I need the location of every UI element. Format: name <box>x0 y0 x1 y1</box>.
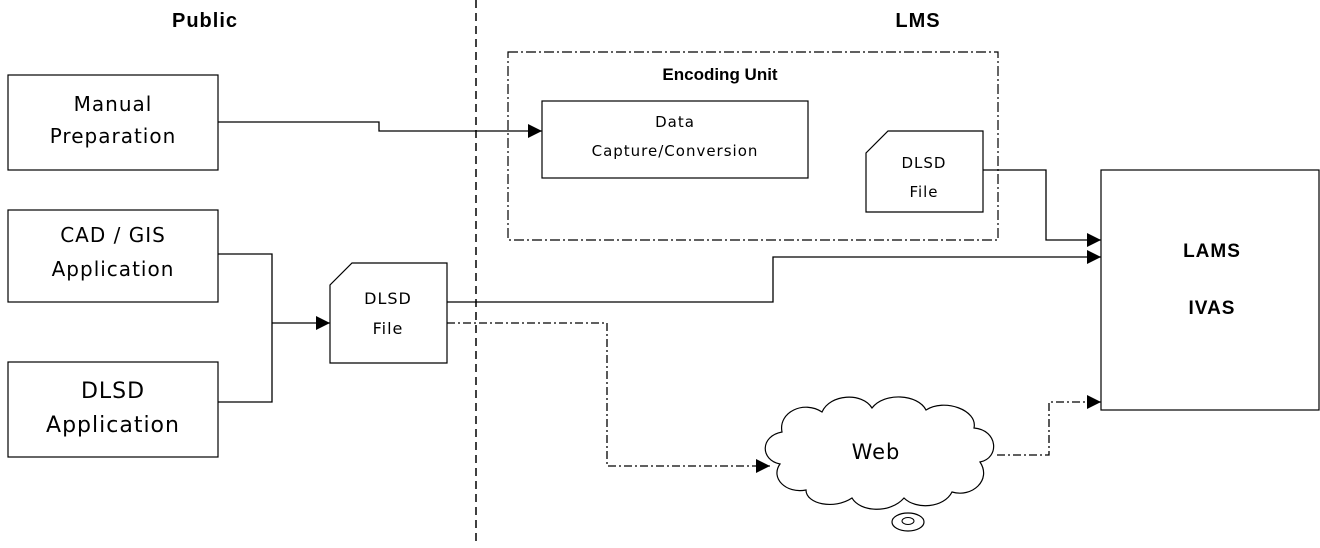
edge-public-file-to-lams <box>447 250 1101 303</box>
data-capture-conversion-line1: Data <box>655 113 695 131</box>
edge-web-to-lams <box>997 395 1101 456</box>
dlsd-file-public-line2: File <box>373 319 404 338</box>
cad-gis-application-line2: Application <box>52 257 175 281</box>
dlsd-application-line2: Application <box>46 413 180 438</box>
data-capture-conversion-line2: Capture/Conversion <box>592 142 759 160</box>
cad-gis-application-line1: CAD / GIS <box>60 223 166 247</box>
web-cloud-small-ellipse <box>891 512 925 532</box>
dlsd-application-line1: DLSD <box>81 379 145 404</box>
dlsd-file-encoding-shape <box>865 130 984 213</box>
lms-region-label: LMS <box>895 10 940 32</box>
edge-manual-to-capture <box>218 121 542 138</box>
cad-gis-application-box <box>7 209 219 303</box>
lams-label: LAMS <box>1183 241 1241 262</box>
dlsd-application-box <box>7 361 219 458</box>
encoding-unit-box <box>507 51 999 241</box>
ivas-label: IVAS <box>1189 298 1236 319</box>
edge-cad-gis-join <box>218 253 273 403</box>
dlsd-file-encoding-line2: File <box>909 183 938 201</box>
edge-encoding-file-to-lams <box>983 169 1101 247</box>
web-cloud-shape <box>764 396 995 510</box>
web-label: Web <box>852 440 901 464</box>
manual-preparation-line1: Manual <box>74 92 153 116</box>
encoding-unit-label: Encoding Unit <box>662 65 778 84</box>
dlsd-file-public-shape <box>329 262 448 364</box>
manual-preparation-box <box>7 74 219 171</box>
data-capture-conversion-box <box>541 100 809 179</box>
public-region-label: Public <box>172 10 238 32</box>
lams-ivas-box <box>1100 169 1320 411</box>
dlsd-file-encoding-line1: DLSD <box>902 154 947 172</box>
dlsd-file-public-line1: DLSD <box>364 289 412 308</box>
manual-preparation-line2: Preparation <box>50 124 177 148</box>
web-cloud-small-ellipse-inner <box>901 517 915 525</box>
edge-public-file-to-web <box>447 322 770 473</box>
